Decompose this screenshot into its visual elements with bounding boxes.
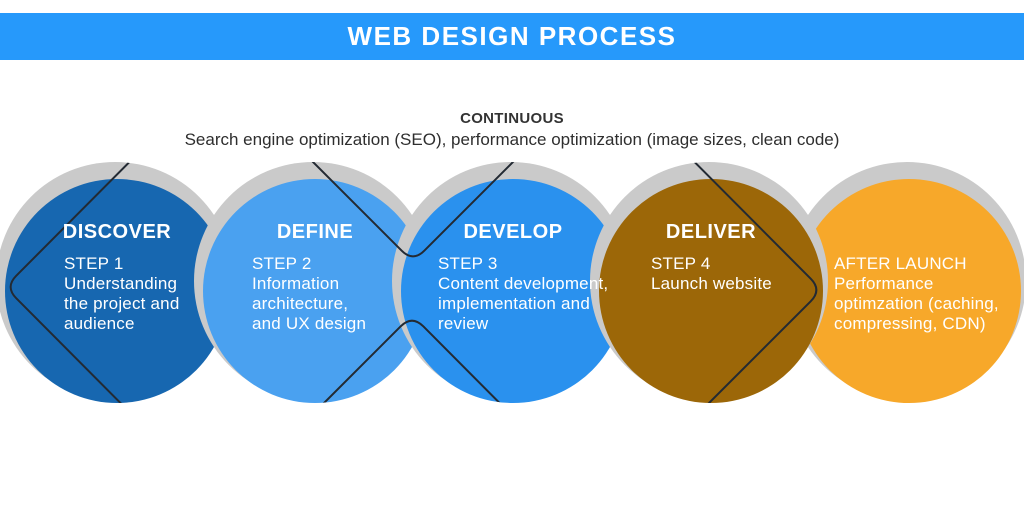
title-bar: WEB DESIGN PROCESS [0,13,1024,60]
step-body-line: Understanding [64,274,178,293]
step-body-develop: STEP 3 Content development, implementati… [438,254,608,334]
define-circle [203,179,427,403]
step-body-line: Information [252,274,340,293]
step-body-line: Performance [834,274,934,293]
process-chain-lines [9,162,818,403]
step-body-discover: STEP 1 Understanding the project and aud… [64,254,179,334]
step-body-line: implementation and [438,294,590,313]
step-body-line: audience [64,314,135,333]
develop-circle [401,179,625,403]
continuous-block: CONTINUOUS Search engine optimization (S… [0,110,1024,150]
step-body-line: the project and [64,294,180,313]
step-title-discover: DISCOVER [62,221,172,243]
step-body-line: and UX design [252,314,367,333]
step-body-line: STEP 1 [64,254,124,273]
step-body-line: AFTER LAUNCH [834,254,967,273]
continuous-heading: CONTINUOUS [460,110,564,127]
step-body-line: STEP 4 [651,254,711,273]
step-title-develop: DEVELOP [463,221,563,243]
step-body-line: STEP 3 [438,254,498,273]
step-body-deliver: STEP 4 Launch website [651,254,772,294]
step-body-define: STEP 2 Information architecture, and UX … [252,254,366,334]
step-title-define: DEFINE [276,221,354,243]
step-body-after-launch: AFTER LAUNCH Performance optimzation (ca… [834,254,999,334]
step-body-line: compressing, CDN) [834,314,986,333]
step-body-line: review [438,314,489,333]
after-launch-circle [797,179,1021,403]
step-body-line: Content development, [438,274,609,293]
step-body-line: optimzation (caching, [834,294,999,313]
step-body-line: architecture, [252,294,349,313]
step-body-line: STEP 2 [252,254,312,273]
step-body-line: Launch website [651,274,772,293]
discover-circle [5,179,229,403]
step-title-deliver: DELIVER [665,221,757,243]
page-title: WEB DESIGN PROCESS [347,21,677,51]
continuous-description: Search engine optimization (SEO), perfor… [184,130,840,149]
